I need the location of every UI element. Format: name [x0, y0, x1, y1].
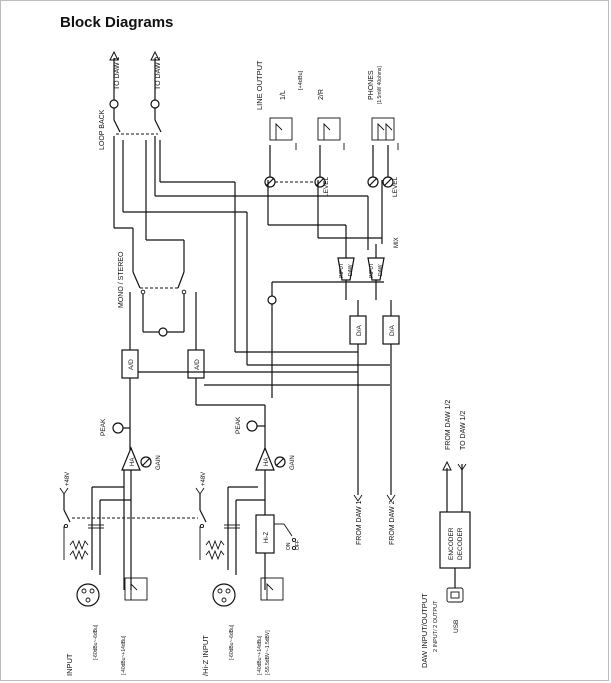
output-2r-label: 2/R — [318, 89, 325, 100]
input-1-spec-a: [-60dBu~-6dBu] — [93, 624, 99, 660]
input-2-spec-b: [-40dBu~+14dBu] — [257, 635, 263, 675]
mixer-input-label-2: INPUT — [369, 263, 375, 278]
output-1l-label: 1/L — [280, 90, 287, 100]
mono-stereo-label: MONO / STEREO — [118, 251, 125, 308]
da-label-1: D/A — [356, 325, 363, 337]
usb-label: USB — [453, 620, 460, 633]
page-title: Block Diagrams — [60, 14, 174, 31]
to-daw-2-label: TO DAW 2 — [155, 56, 162, 90]
mixer-input-label-1: INPUT — [339, 263, 345, 278]
phones-spec: [1.5mW 40ohms] — [377, 66, 383, 104]
input-2-name: /Hi-Z INPUT — [201, 635, 210, 676]
level-label-1: LEVEL — [323, 176, 330, 197]
from-daw-1-label: FROM DAW 1 — [356, 500, 363, 545]
input-1-spec-b: [-40dBu~+14dBu] — [121, 635, 127, 675]
input-2-spec-a: [-60dBu~-6dBu] — [229, 624, 235, 660]
hiz-on-label: ON — [286, 542, 292, 550]
phantom-label-1: +48V — [65, 472, 71, 486]
gain-label-2: GAIN — [290, 455, 296, 470]
hiz-off-label: OFF — [295, 540, 301, 550]
decoder-label: DECODER — [457, 527, 464, 560]
to-daw-12-label: TO DAW 1/2 — [460, 411, 467, 450]
input-2-spec-c: [-55.5dBV~-1.5dBV] — [265, 630, 271, 675]
da-label-2: D/A — [389, 325, 396, 337]
peak-label-2: PEAK — [235, 416, 242, 434]
ha-label-1: HA — [130, 458, 136, 466]
encoder-label: ENCODER — [448, 527, 455, 560]
daw-io-label: DAW INPUT/OUTPUT — [420, 593, 429, 668]
hiz-label: Hi-Z — [264, 531, 270, 543]
ha-label-2: HA — [264, 458, 270, 466]
line-output-level: [+4dBu] — [298, 70, 304, 90]
ad-label-2: A/D — [194, 359, 201, 370]
peak-label-1: PEAK — [100, 418, 107, 436]
level-label-2: LEVEL — [392, 176, 399, 197]
gain-label-1: GAIN — [156, 455, 162, 470]
mixer-daw-label-1: DAW — [348, 264, 354, 276]
wiring — [59, 50, 471, 607]
line-output-label: LINE OUTPUT — [255, 60, 264, 110]
from-daw-12-label: FROM DAW 1/2 — [445, 400, 452, 450]
mixer-daw-label-2: DAW — [378, 264, 384, 276]
mix-label: MIX — [394, 237, 400, 248]
ad-label-1: A/D — [128, 359, 135, 370]
loop-back-label: LOOP BACK — [99, 109, 106, 150]
phantom-label-2: +48V — [201, 472, 207, 486]
to-daw-1-label: TO DAW 1 — [114, 56, 121, 90]
diagram-labels: TO DAW 1 TO DAW 2 LOOP BACK MONO / STERE… — [65, 56, 467, 676]
phones-label: PHONES — [368, 70, 375, 100]
input-1-name: INPUT — [65, 653, 74, 676]
from-daw-2-label: FROM DAW 2 — [389, 500, 396, 545]
daw-io-sublabel: 2 INPUT/ 2 OUTPUT — [433, 600, 439, 652]
